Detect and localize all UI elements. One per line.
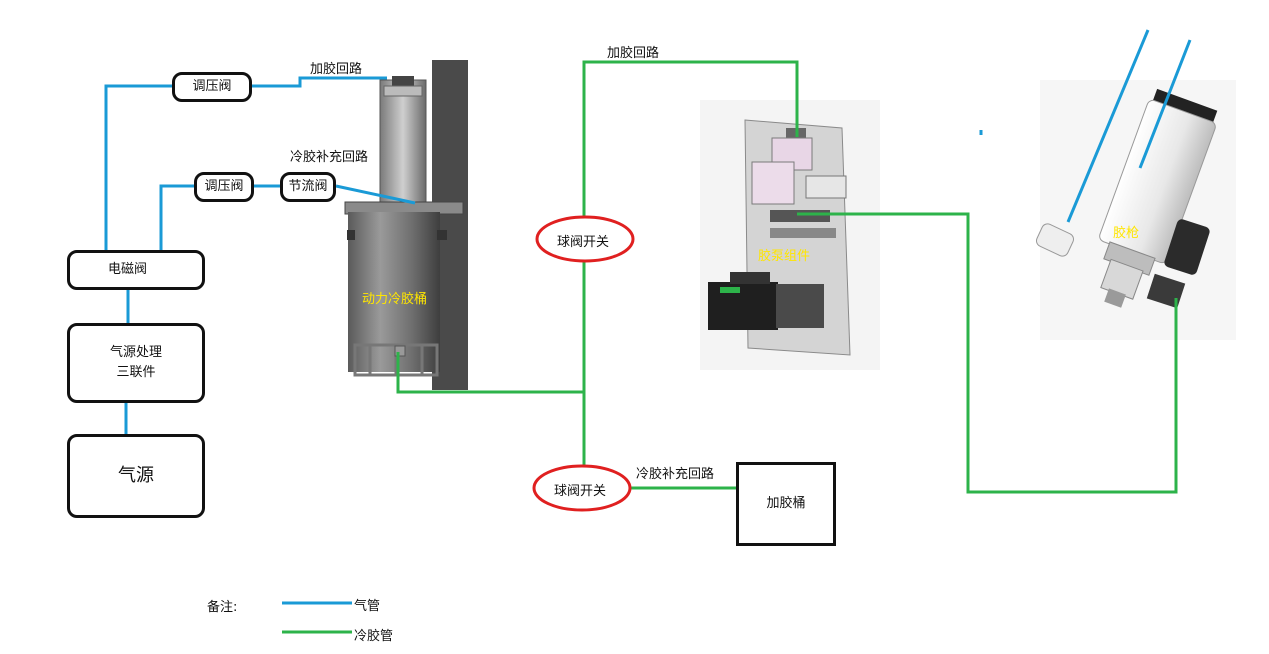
- legend-glue-label: 冷胶管: [354, 629, 394, 644]
- legend-title: 备注:: [207, 600, 238, 615]
- air-source-box: 气源: [67, 434, 205, 518]
- air-treatment-unit-box: 气源处理 三联件: [67, 323, 205, 403]
- ball-valve-bottom-outline: [532, 464, 632, 512]
- power-tank-illustration: [344, 60, 468, 390]
- solenoid-valve-label: 电磁阀: [108, 261, 148, 277]
- pressure-regulator-mid-box: 调压阀: [194, 172, 254, 202]
- glue-gun-illustration: [1035, 80, 1236, 340]
- glue-gun-label: 胶枪: [1113, 226, 1140, 241]
- pump-assembly-illustration: [700, 100, 880, 370]
- pressure-regulator-top-box: 调压阀: [172, 72, 252, 102]
- glue-add-circuit-label-right: 加胶回路: [607, 46, 660, 61]
- air-treatment-label-line1: 气源处理: [109, 344, 162, 360]
- air-pipes: [104, 29, 1192, 434]
- air-treatment-label-line2: 三联件: [116, 365, 156, 380]
- cold-glue-refill-circuit-label-top: 冷胶补充回路: [290, 150, 369, 165]
- throttle-valve-box: 节流阀: [280, 172, 336, 202]
- glue-add-tank-label: 加胶桶: [766, 495, 806, 511]
- pump-assembly-label: 胶泵组件: [758, 249, 811, 264]
- cold-glue-refill-circuit-label-bottom: 冷胶补充回路: [636, 467, 715, 482]
- solenoid-valve-box: 电磁阀: [67, 250, 205, 290]
- pressure-regulator-top-label: 调压阀: [192, 78, 232, 94]
- ball-valve-bottom-label: 球阀开关: [554, 484, 607, 499]
- ball-valve-top-label: 球阀开关: [557, 235, 610, 250]
- power-tank-label: 动力冷胶桶: [362, 292, 428, 307]
- air-source-label: 气源: [118, 465, 154, 487]
- throttle-valve-label: 节流阀: [288, 178, 328, 194]
- glue-pipes: [396, 60, 1178, 494]
- legend-air-label: 气管: [354, 599, 381, 614]
- ball-valve-top-outline: [535, 215, 635, 263]
- glue-add-tank-box: 加胶桶: [736, 462, 836, 546]
- glue-add-circuit-label-left: 加胶回路: [310, 62, 363, 77]
- pressure-regulator-mid-label: 调压阀: [204, 178, 244, 194]
